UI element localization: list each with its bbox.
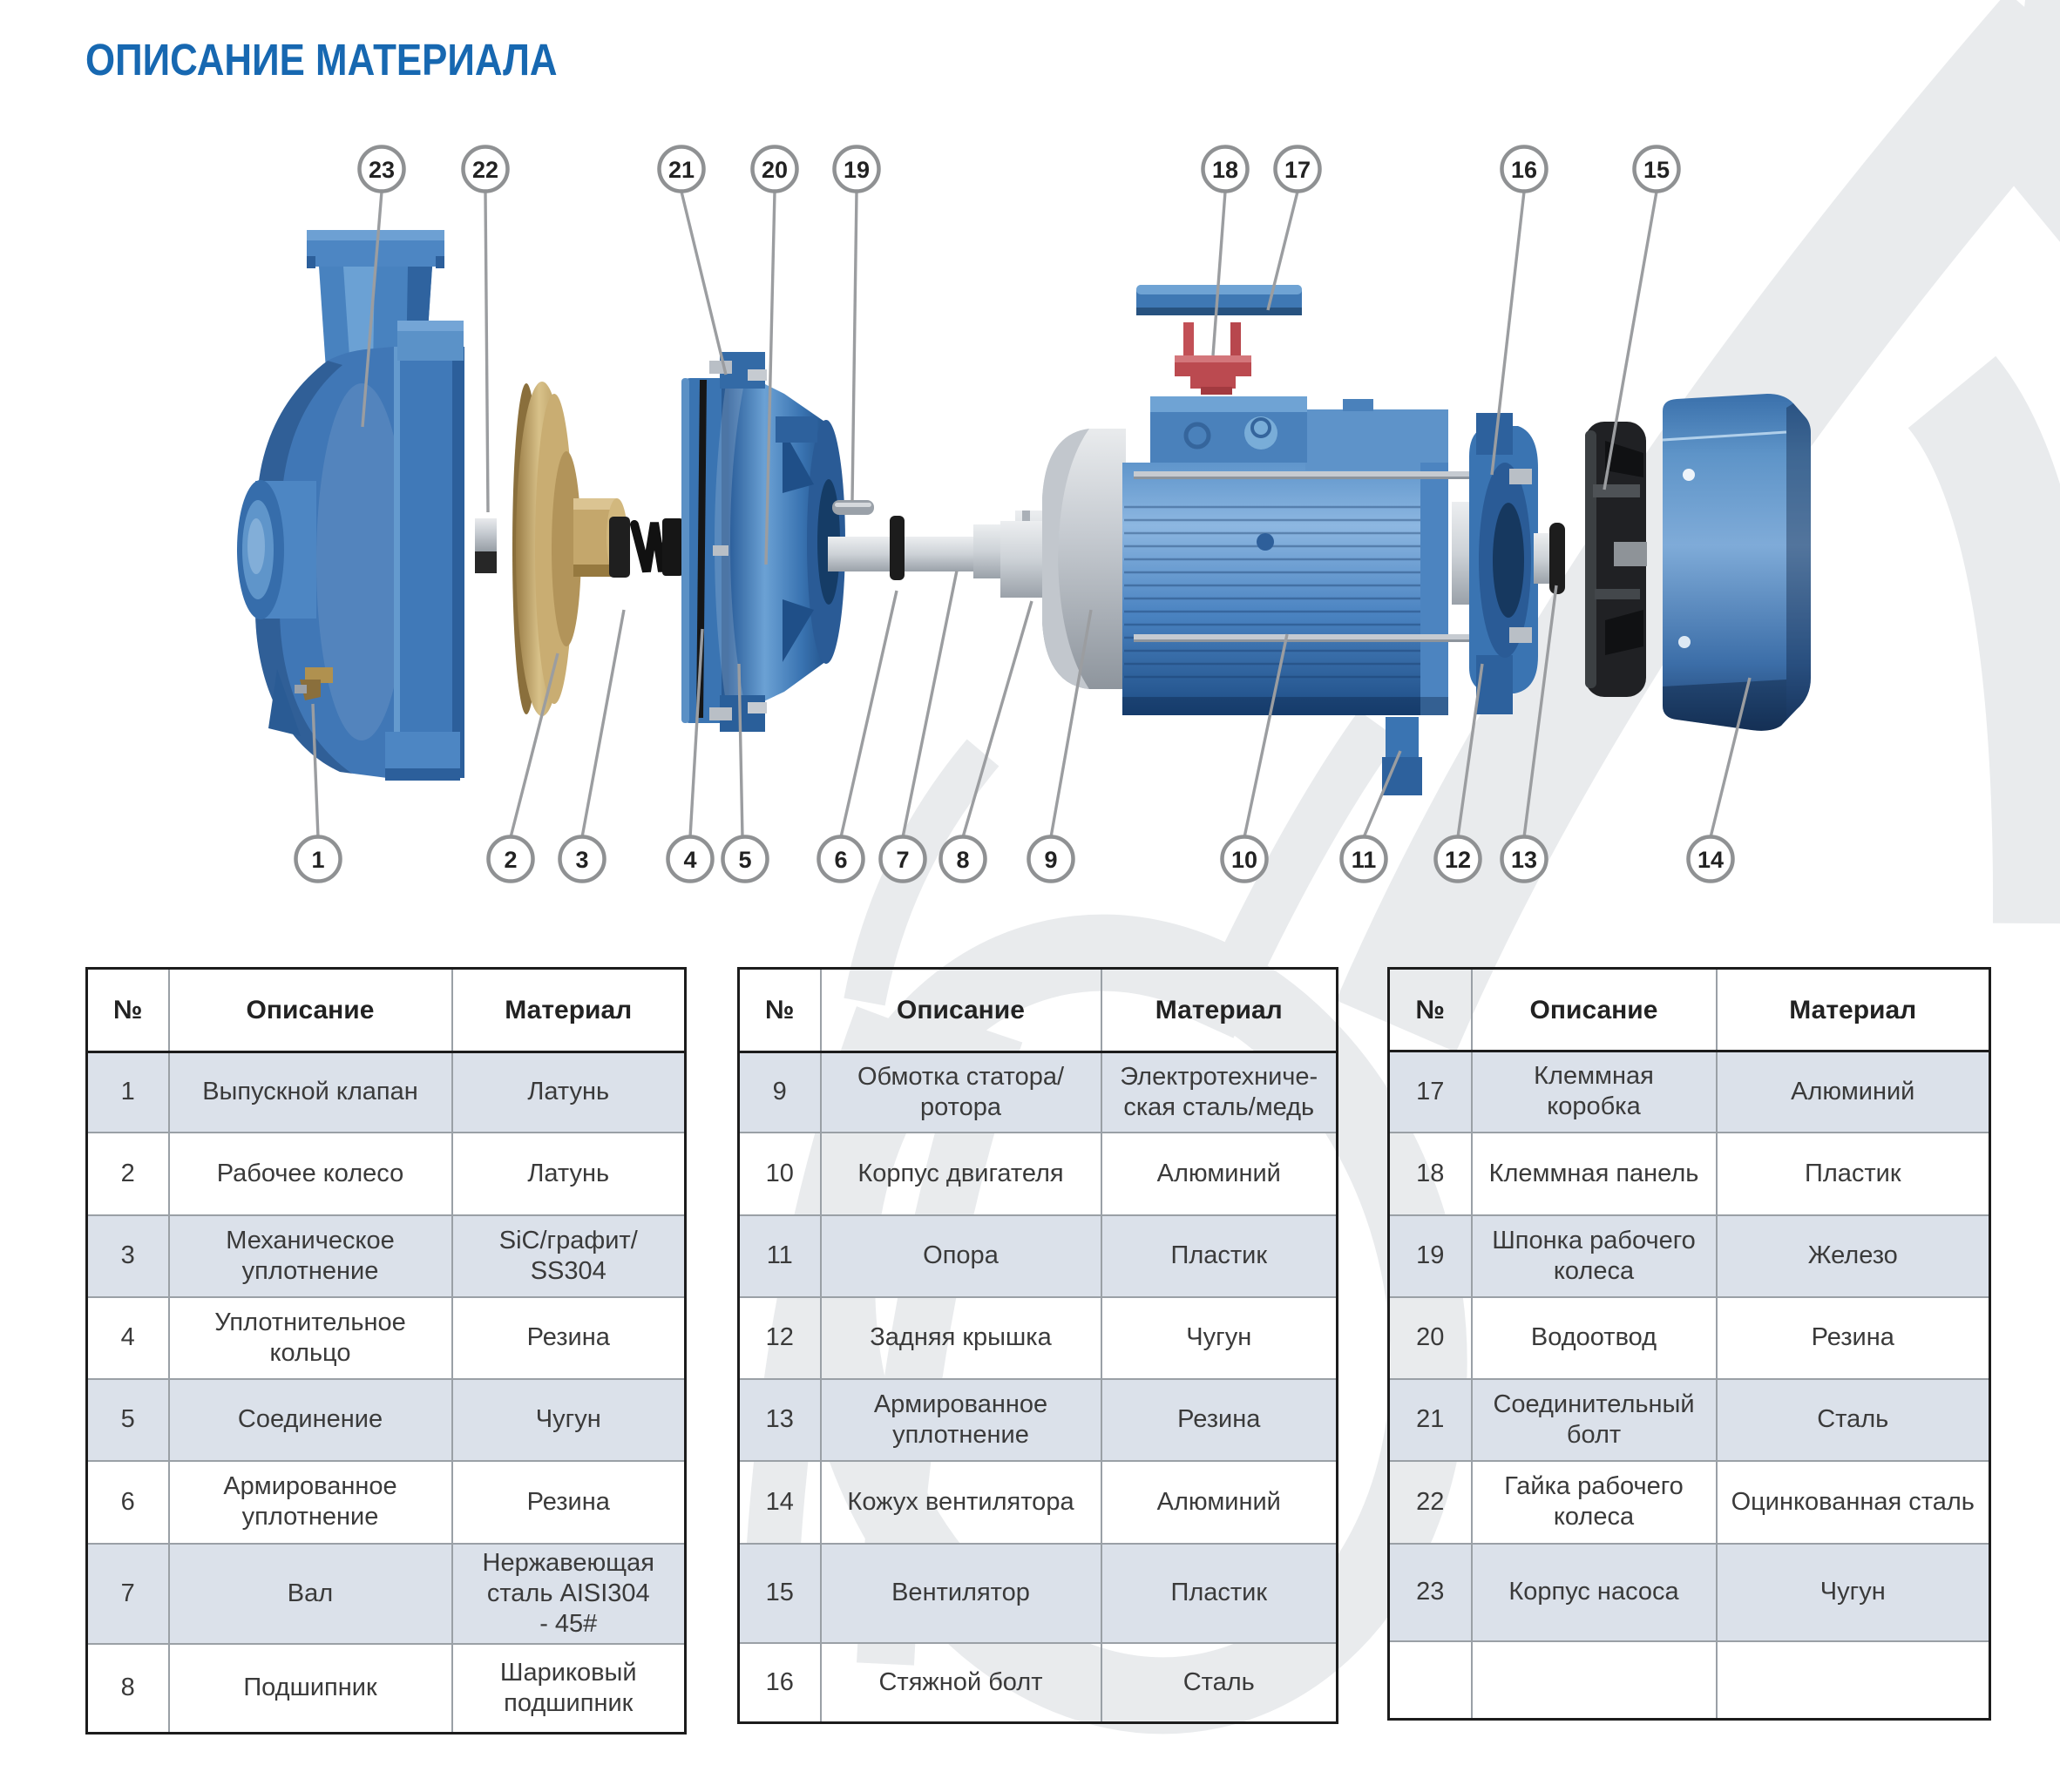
svg-text:1: 1 (311, 847, 324, 873)
svg-text:18: 18 (1212, 157, 1238, 183)
svg-text:3: 3 (575, 847, 588, 873)
svg-text:19: 19 (844, 157, 870, 183)
svg-text:14: 14 (1697, 847, 1724, 873)
svg-text:10: 10 (1231, 847, 1257, 873)
svg-text:9: 9 (1044, 847, 1057, 873)
svg-text:15: 15 (1643, 157, 1670, 183)
svg-text:22: 22 (472, 157, 498, 183)
svg-text:23: 23 (369, 157, 395, 183)
svg-text:8: 8 (956, 847, 969, 873)
svg-text:6: 6 (834, 847, 847, 873)
svg-text:12: 12 (1445, 847, 1471, 873)
svg-text:16: 16 (1511, 157, 1537, 183)
svg-text:11: 11 (1352, 847, 1377, 873)
svg-text:5: 5 (738, 847, 751, 873)
svg-text:17: 17 (1284, 157, 1311, 183)
svg-text:7: 7 (896, 847, 909, 873)
svg-text:13: 13 (1511, 847, 1537, 873)
svg-text:21: 21 (668, 157, 695, 183)
svg-text:4: 4 (683, 847, 696, 873)
svg-text:2: 2 (504, 847, 517, 873)
svg-text:20: 20 (762, 157, 788, 183)
